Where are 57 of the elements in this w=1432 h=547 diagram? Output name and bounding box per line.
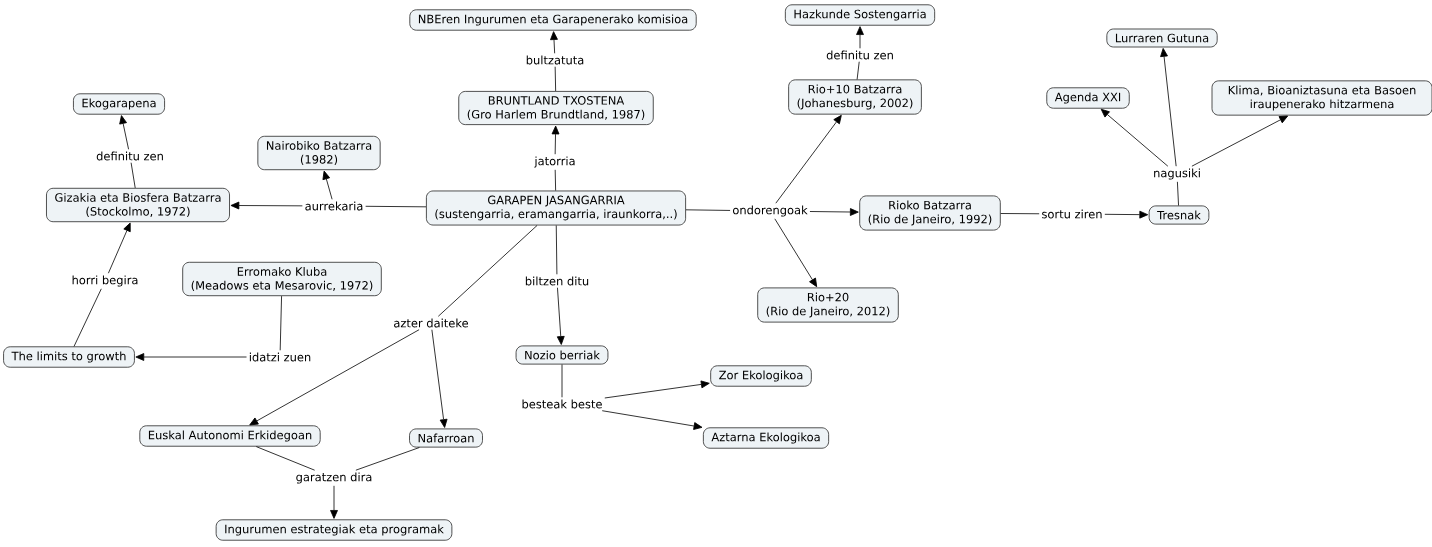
arrow: [330, 485, 338, 519]
concept-box: Gizakia eta Biosfera Batzarra (Stockolmo, 1972): [46, 187, 230, 223]
concept-box: Nairobiko Batzarra (1982): [257, 135, 381, 171]
linking-phrase: garatzen dira: [293, 470, 375, 486]
linking-phrase: ondorengoak: [730, 203, 810, 219]
linking-phrase: nagusiki: [1151, 166, 1203, 182]
concept-box: Ekogarapena: [73, 93, 165, 115]
concept-box: Euskal Autonomi Erkidegoan: [139, 425, 321, 447]
arrow: [809, 208, 859, 216]
concept-box: Aztarna Ekologikoa: [702, 427, 830, 449]
arrow: [1160, 48, 1177, 167]
concept-box: Erromako Kluba (Meadows eta Mesarovic, 1972): [182, 261, 382, 297]
concept-box: Tresnak: [1148, 205, 1210, 225]
linking-phrase: aurrekaria: [302, 199, 366, 213]
arrow: [775, 114, 842, 204]
arrow: [774, 218, 818, 288]
arrow: [601, 410, 703, 430]
concept-box: Nozio berriak: [515, 345, 609, 365]
arrow: [1191, 115, 1289, 167]
linking-phrase: azter daiteke: [391, 316, 471, 330]
concept-box: Zor Ekologikoa: [710, 365, 812, 387]
arrow: [551, 125, 560, 155]
linking-phrase: definitu zen: [94, 149, 166, 163]
arrow: [1104, 210, 1149, 219]
arrow: [119, 115, 129, 150]
linking-phrase: horri begira: [69, 273, 141, 289]
concept-box: Hazkunde Sostengarria: [784, 4, 936, 26]
linking-phrase: bultzatuta: [523, 53, 587, 67]
linking-phrase: sortu ziren: [1039, 207, 1105, 221]
arrow: [556, 287, 565, 345]
linking-phrase: biltzen ditu: [522, 274, 592, 288]
arrow: [108, 222, 131, 274]
arrow: [856, 26, 864, 49]
concept-box: Agenda XXI: [1046, 87, 1130, 109]
concept-box: Lurraren Gutuna: [1106, 28, 1218, 48]
linking-phrase: besteak beste: [519, 397, 605, 411]
concept-box: Rioko Batzarra (Rio de Janeiro, 1992): [859, 195, 1001, 231]
arrow: [249, 329, 420, 426]
arrow: [322, 170, 333, 200]
linking-phrase: definitu zen: [824, 48, 896, 62]
arrow: [550, 31, 558, 54]
concept-box: Rio+10 Batzarra (Johanesburg, 2002): [788, 79, 922, 115]
arrow: [230, 201, 303, 210]
concept-box: Ingurumen estrategiak eta programak: [215, 519, 453, 541]
concept-box: NBEren Ingurumen eta Garapenerako komisioa: [409, 9, 697, 31]
arrow: [604, 380, 710, 399]
linking-phrase: idatzi zuen: [246, 350, 314, 364]
concept-box: Nafarroan: [409, 428, 483, 448]
linking-phrase: jatorria: [532, 154, 578, 170]
concept-box: GARAPEN JASANGARRIA (sustengarria, eramangarria, iraunkorra,..): [426, 190, 686, 226]
arrow: [431, 329, 448, 428]
arrow: [135, 353, 247, 361]
concept-box: Rio+20 (Rio de Janeiro, 2012): [757, 287, 899, 323]
concept-box: Klima, Bioaniztasuna eta Basoen iraupenerako hitzarmena: [1211, 80, 1432, 116]
arrow: [1100, 108, 1169, 167]
concept-box: The limits to growth: [3, 346, 135, 368]
concept-box: BRUNTLAND TXOSTENA (Gro Harlem Brundtland, 1987): [458, 91, 654, 126]
